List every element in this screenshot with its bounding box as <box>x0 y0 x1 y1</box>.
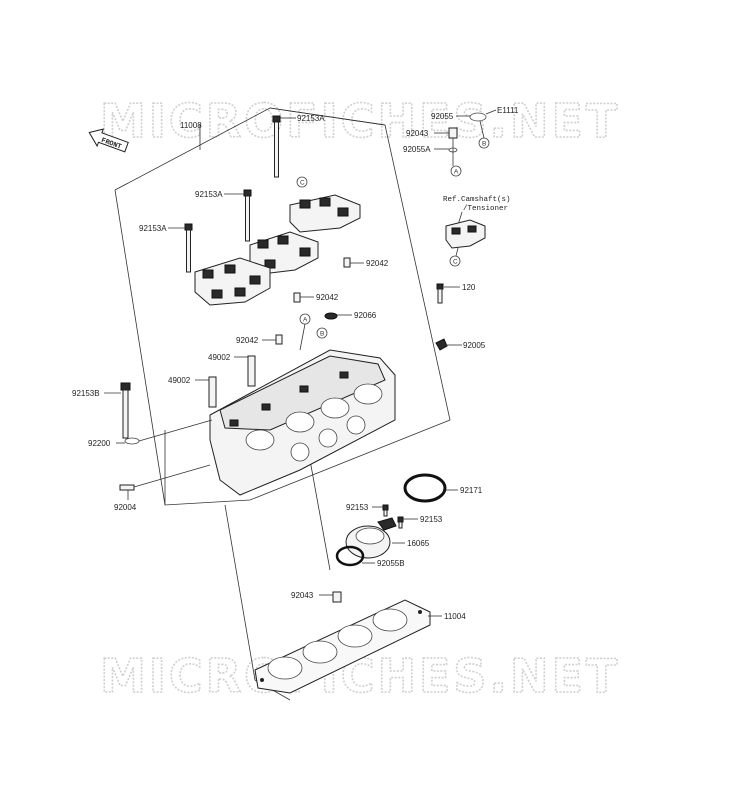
callout-92042-1: 92042 <box>366 259 389 268</box>
callout-92043-top: 92043 <box>406 129 429 138</box>
callout-11004: 11004 <box>444 612 466 621</box>
dowel-92043-top <box>448 127 458 139</box>
svg-text:B: B <box>320 331 324 338</box>
circle-ref-c-2 <box>449 255 461 267</box>
callout-92042-3: 92042 <box>236 336 259 345</box>
callout-E1111: E1111 <box>497 106 519 115</box>
callout-92055: 92055 <box>431 112 454 121</box>
assembly-frame-11008 <box>114 107 451 506</box>
ref-note-line2: /Tensioner <box>463 205 508 213</box>
o-ring-92055 <box>469 112 487 122</box>
cap-92005 <box>435 338 448 351</box>
guide-49002-1 <box>247 355 256 387</box>
callout-92005: 92005 <box>463 341 486 350</box>
bolt-92153B <box>120 382 131 439</box>
bolt-92153-1 <box>382 504 389 517</box>
gasket-frame <box>224 459 331 701</box>
callout-92153A-3: 92153A <box>139 224 167 233</box>
callout-92171: 92171 <box>460 486 483 495</box>
ref-note-line1: Ref.Camshaft(s) <box>443 196 511 204</box>
camshaft-cap-lower <box>194 257 271 306</box>
washer-92200 <box>124 437 140 445</box>
callout-92043-bottom: 92043 <box>291 591 314 600</box>
svg-text:C: C <box>300 180 305 187</box>
callout-49002-1: 49002 <box>208 353 231 362</box>
dowel-pin-92042-3 <box>275 334 283 345</box>
callout-120: 120 <box>462 283 476 292</box>
callout-92042-2: 92042 <box>316 293 339 302</box>
callout-92004: 92004 <box>114 503 137 512</box>
cover-16065 <box>345 517 397 559</box>
callout-92055B: 92055B <box>377 559 405 568</box>
plug-92066 <box>324 312 338 320</box>
dowel-pin-92042-2 <box>293 292 301 303</box>
o-ring-92055B <box>335 545 365 567</box>
dowel-pin-92042-1 <box>343 257 351 268</box>
head-gasket-11004 <box>254 599 431 694</box>
svg-text:A: A <box>303 317 308 324</box>
circle-ref-b-2 <box>316 327 328 339</box>
callout-92153-1: 92153 <box>346 503 369 512</box>
bolt-92153A-1 <box>272 115 281 178</box>
callout-92066: 92066 <box>354 311 377 320</box>
stud-92004 <box>119 484 135 491</box>
bolt-120 <box>436 283 444 304</box>
camshaft-cap-middle <box>249 231 319 275</box>
cylinder-head <box>209 349 396 496</box>
band-92171 <box>403 473 447 503</box>
bolt-92153-2 <box>397 516 404 529</box>
bolt-92153A-2 <box>243 189 252 242</box>
callout-92153A-1: 92153A <box>297 114 325 123</box>
callout-92055A: 92055A <box>403 145 431 154</box>
bolt-92153A-3 <box>184 223 193 273</box>
camshaft-cap-upper: C <box>289 176 361 233</box>
callout-11008: 11008 <box>180 121 202 130</box>
svg-text:C: C <box>453 259 458 266</box>
callout-16065: 16065 <box>407 539 430 548</box>
svg-text:A: A <box>454 169 459 176</box>
callout-92200: 92200 <box>88 439 111 448</box>
circle-ref-a-1 <box>450 165 462 177</box>
callout-49002-2: 49002 <box>168 376 191 385</box>
guide-49002-2 <box>208 376 217 408</box>
circle-ref-c-1 <box>296 176 308 188</box>
dowel-92043-bottom <box>332 591 342 603</box>
callout-92153B: 92153B <box>72 389 100 398</box>
camshaft-tensioner <box>445 219 486 249</box>
callout-92153A-2: 92153A <box>195 190 223 199</box>
svg-text:B: B <box>482 141 486 148</box>
callout-92153-2: 92153 <box>420 515 443 524</box>
